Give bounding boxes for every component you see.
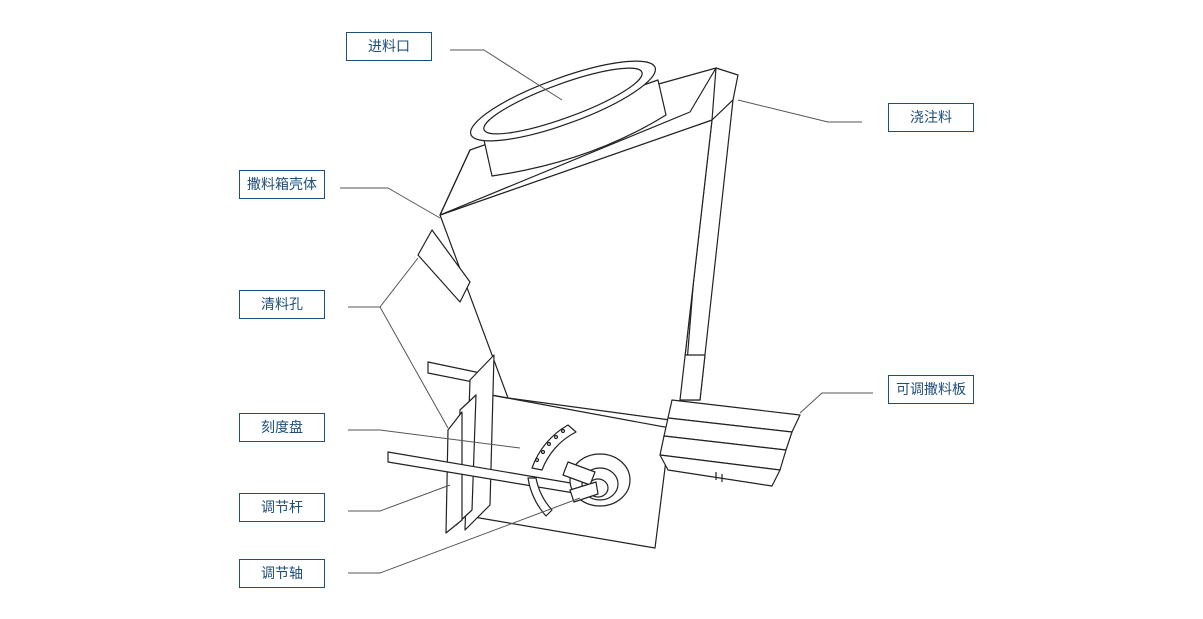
label-feed-inlet: 进料口 (346, 32, 432, 61)
label-spreader-box-shell: 撒料箱壳体 (239, 170, 325, 199)
feed-inlet-ring (469, 60, 667, 177)
label-adjustable-spreader-plate: 可调撒料板 (888, 375, 974, 404)
label-adjusting-rod: 调节杆 (239, 493, 325, 522)
shaft-hub (562, 453, 631, 507)
adjustable-spreader-plates (659, 399, 801, 487)
dial-arc (527, 424, 577, 517)
cleanout-hole (417, 229, 471, 303)
label-cleanout-hole: 清料孔 (239, 290, 325, 319)
side-flange (427, 354, 495, 534)
label-castable: 浇注料 (888, 103, 974, 132)
leader-lines (340, 49, 873, 574)
label-adjusting-shaft: 调节轴 (239, 559, 325, 588)
label-dial: 刻度盘 (239, 413, 325, 442)
